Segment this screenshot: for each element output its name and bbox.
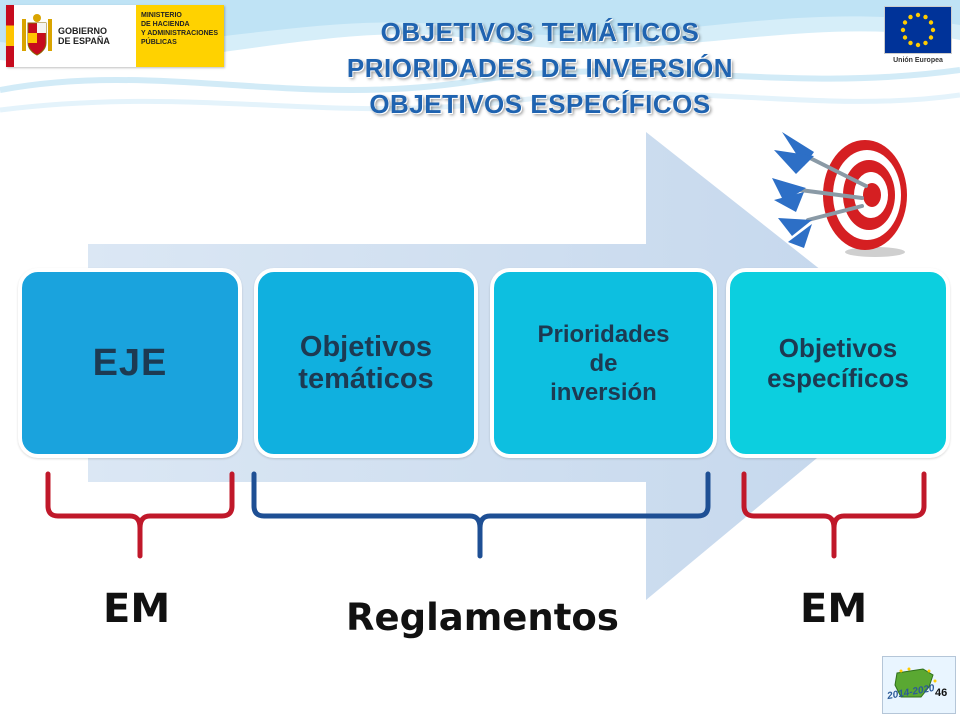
em-label-left: EM: [103, 586, 171, 632]
eu-star: [900, 27, 906, 33]
ministry-line: Y ADMINISTRACIONES: [141, 30, 219, 37]
box-label-line: Objetivos: [778, 333, 898, 363]
period-2014-2020-logo: 2014-2020: [882, 656, 956, 714]
target-darts-icon: [772, 132, 907, 257]
reglamentos-label: Reglamentos: [346, 596, 619, 639]
eu-logo: Unión Europea: [884, 6, 952, 66]
eu-star: [930, 27, 936, 33]
title-line-2: PRIORIDADES DE INVERSIÓN: [346, 53, 734, 83]
objetivos-especificos-box: Objetivos específicos: [726, 268, 950, 458]
eu-flag-icon: [884, 6, 952, 54]
eu-star: [923, 14, 928, 20]
eje-box: EJE: [18, 268, 242, 458]
eu-caption: Unión Europea: [893, 57, 943, 64]
title-line-1: OBJETIVOS TEMÁTICOS: [380, 17, 700, 47]
coat-of-arms-icon: [22, 14, 52, 56]
spain-flag-strip: [6, 5, 14, 67]
box-label-line: específicos: [767, 363, 909, 393]
eu-star: [915, 12, 921, 18]
title-line-3: OBJETIVOS ESPECÍFICOS: [369, 89, 711, 119]
background-waves: [0, 0, 960, 113]
slide-title: OBJETIVOS TEMÁTICOS PRIORIDADES DE INVER…: [250, 14, 830, 122]
gobierno-de-espana-logo: GOBIERNO DE ESPAÑA MINISTERIO DE HACIEND…: [6, 5, 224, 67]
box-label-line: Prioridades: [537, 320, 670, 348]
gov-name-line1: GOBIERNO: [58, 26, 108, 36]
eje-label: EJE: [92, 341, 168, 384]
ministry-name: MINISTERIO DE HACIENDA Y ADMINISTRACIONE…: [136, 5, 224, 67]
ministry-line: MINISTERIO: [141, 12, 182, 19]
box-label-line: temáticos: [298, 363, 434, 395]
spain-map-icon: [894, 667, 937, 698]
gov-name-line2: DE ESPAÑA: [58, 36, 110, 46]
ministry-line: PÚBLICAS: [141, 39, 177, 46]
box-label-line: Objetivos: [299, 331, 433, 363]
eu-star: [902, 20, 908, 25]
box-label-line: de: [589, 349, 618, 377]
eu-star: [923, 40, 928, 46]
eu-star: [908, 14, 913, 20]
eu-star: [915, 42, 921, 48]
slide-number: 46: [935, 687, 948, 699]
eu-star: [928, 35, 934, 40]
box-label-line: inversión: [550, 378, 657, 406]
eu-star: [908, 40, 913, 46]
brace-center-blue: [251, 471, 711, 559]
brace-right-red: [741, 471, 927, 559]
objetivos-tematicos-box: Objetivos temáticos: [254, 268, 478, 458]
eu-star: [928, 20, 934, 25]
eu-star: [902, 35, 908, 40]
ministry-line: DE HACIENDA: [141, 21, 190, 28]
brace-left-red: [45, 471, 235, 559]
prioridades-de-inversion-box: Prioridades de inversión: [490, 268, 717, 458]
em-label-right: EM: [800, 586, 868, 632]
